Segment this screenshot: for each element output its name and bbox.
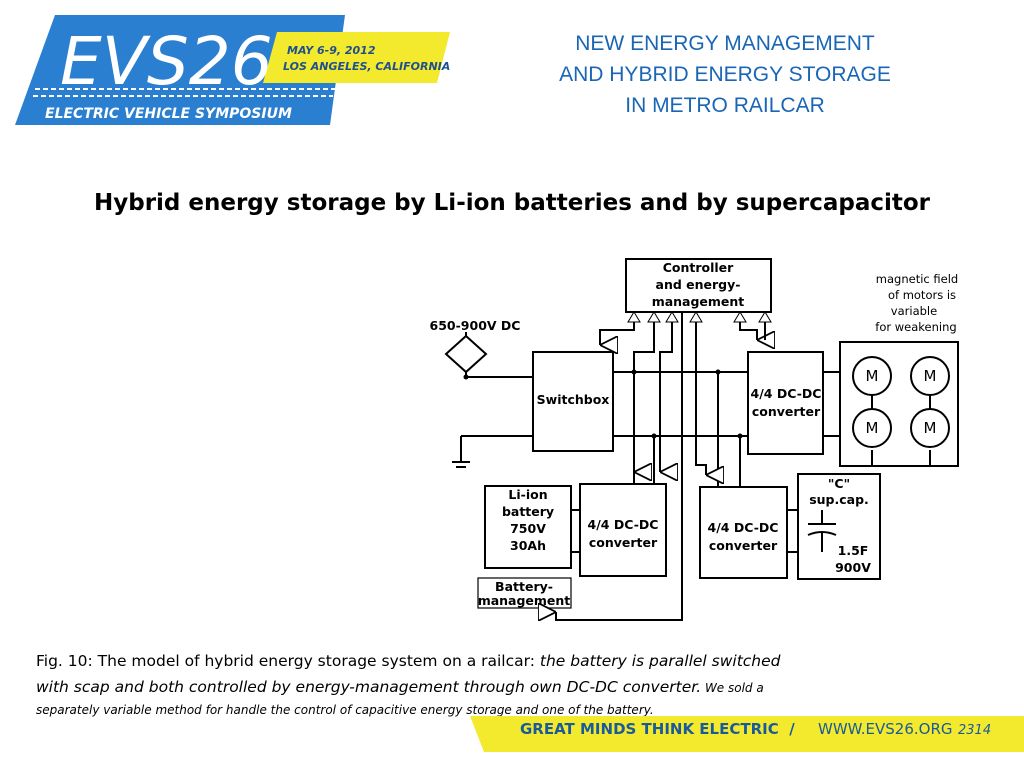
header-title-line: AND HYBRID ENERGY STORAGE xyxy=(559,63,891,86)
battery-converter-label: converter xyxy=(589,535,658,550)
battery-label: 30Ah xyxy=(510,538,546,553)
motor-symbol xyxy=(910,356,950,396)
supercap-label: 1.5F xyxy=(838,543,869,558)
motor-converter-label: converter xyxy=(752,404,821,419)
magnetic-note: magnetic field xyxy=(876,272,958,286)
footer-banner xyxy=(470,716,1024,752)
logo-yellow-banner xyxy=(263,32,450,83)
battery-management-label: management xyxy=(478,593,571,608)
footer-slogan: GREAT MINDS THINK ELECTRIC / xyxy=(520,720,795,738)
caption-small: separately variable method for handle th… xyxy=(36,703,654,717)
battery-converter-box xyxy=(579,483,667,577)
scap-converter-label: converter xyxy=(709,538,778,553)
motor-label: M xyxy=(924,419,937,437)
motor-bank-box xyxy=(839,341,959,467)
switchbox-label: Switchbox xyxy=(537,392,610,407)
supercap-label: sup.cap. xyxy=(809,492,869,507)
header-title-line: IN METRO RAILCAR xyxy=(625,94,825,117)
supercap-label: 900V xyxy=(835,560,871,575)
hybrid-storage-diagram: M M M M Controller and energy- managemen… xyxy=(430,258,959,621)
caption-small: We sold a xyxy=(701,681,764,695)
slide-subtitle: Hybrid energy storage by Li-ion batterie… xyxy=(93,190,930,216)
slide-number: 2314 xyxy=(958,723,992,738)
motor-symbol xyxy=(852,408,892,448)
battery-label: Li-ion xyxy=(508,487,547,502)
footer-url[interactable]: WWW.EVS26.ORG xyxy=(818,720,953,738)
switchbox-box xyxy=(532,351,614,452)
motor-symbol xyxy=(852,356,892,396)
motor-converter-label: 4/4 DC-DC xyxy=(751,386,822,401)
logo-name: EVS26 xyxy=(60,23,273,100)
motor-converter-box xyxy=(747,351,824,455)
scap-converter-box xyxy=(699,486,788,579)
caption-italic: the battery is parallel switched xyxy=(539,652,781,670)
scap-converter-label: 4/4 DC-DC xyxy=(708,520,779,535)
motor-symbol xyxy=(910,408,950,448)
magnetic-note: variable xyxy=(891,304,937,318)
magnetic-note: for weakening xyxy=(875,320,956,334)
header-title-line: NEW ENERGY MANAGEMENT xyxy=(575,32,875,55)
dc-source-symbol xyxy=(444,334,488,374)
battery-box xyxy=(484,485,572,569)
header-title: NEW ENERGY MANAGEMENT AND HYBRID ENERGY … xyxy=(520,28,930,121)
figure-caption: Fig. 10: The model of hybrid energy stor… xyxy=(36,648,916,719)
motor-label: M xyxy=(866,367,879,385)
footer-separator: / xyxy=(789,720,795,738)
logo-dates: MAY 6-9, 2012 xyxy=(287,44,376,57)
battery-label: 750V xyxy=(510,521,546,536)
magnetic-note: of motors is xyxy=(888,288,956,302)
battery-management-box xyxy=(477,577,572,609)
caption-lead: Fig. 10: The model of hybrid energy stor… xyxy=(36,652,540,670)
battery-label: battery xyxy=(502,504,554,519)
evs26-logo: EVS26 MAY 6-9, 2012 LOS ANGELES, CALIFOR… xyxy=(15,15,450,125)
controller-box xyxy=(625,258,772,313)
logo-blue-banner xyxy=(15,15,345,125)
controller-label: and energy- xyxy=(656,277,741,292)
logo-tagline: ELECTRIC VEHICLE SYMPOSIUM xyxy=(45,106,292,122)
battery-management-label: Battery- xyxy=(495,579,553,594)
controller-label: management xyxy=(652,294,745,309)
battery-converter-label: 4/4 DC-DC xyxy=(588,517,659,532)
logo-location: LOS ANGELES, CALIFORNIA xyxy=(283,60,450,73)
supercap-label: "C" xyxy=(828,476,850,491)
caption-italic: with scap and both controlled by energy-… xyxy=(36,678,702,696)
motor-label: M xyxy=(924,367,937,385)
controller-label: Controller xyxy=(663,260,734,275)
supercap-box xyxy=(797,473,881,580)
source-label: 650-900V DC xyxy=(430,318,521,333)
motor-label: M xyxy=(866,419,879,437)
